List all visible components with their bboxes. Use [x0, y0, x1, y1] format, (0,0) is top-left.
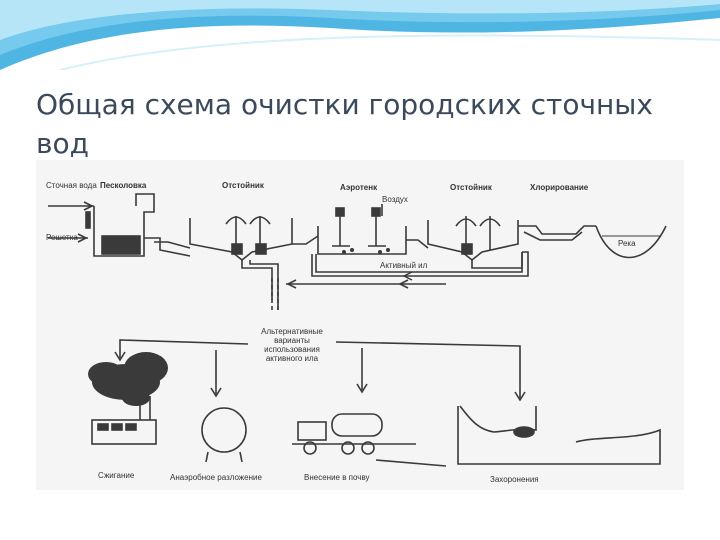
- label-alternatives-3: использования: [264, 345, 320, 354]
- label-chlorination: Хлорирование: [530, 183, 589, 192]
- label-burial: Захоронения: [490, 475, 539, 484]
- label-alternatives-1: Альтернативные: [261, 327, 323, 336]
- label-river: Река: [618, 239, 636, 248]
- label-alternatives-2: варианты: [274, 336, 310, 345]
- label-alternatives-4: активного ила: [266, 354, 319, 363]
- label-incineration: Сжигание: [98, 471, 135, 480]
- label-settler-2: Отстойник: [450, 183, 493, 192]
- label-inlet: Сточная вода: [46, 181, 97, 190]
- label-aerotank: Аэротенк: [340, 183, 378, 192]
- label-screen: Решетка: [46, 233, 78, 242]
- label-soil: Внесение в почву: [304, 473, 370, 482]
- label-activated-sludge: Активный ил: [380, 261, 428, 270]
- label-air: Воздух: [382, 195, 408, 204]
- label-settler-1: Отстойник: [222, 181, 265, 190]
- label-sand-trap: Песколовка: [100, 181, 147, 190]
- slide-title: Общая схема очистки городских сточных во…: [36, 87, 653, 160]
- wastewater-treatment-diagram: Сточная вода Песколовка Решетка Отстойни…: [36, 160, 684, 490]
- header-wave-decoration: [0, 0, 720, 70]
- label-anaerobic: Анаэробное разложение: [170, 473, 262, 482]
- smoke-cloud-icon: [88, 352, 168, 406]
